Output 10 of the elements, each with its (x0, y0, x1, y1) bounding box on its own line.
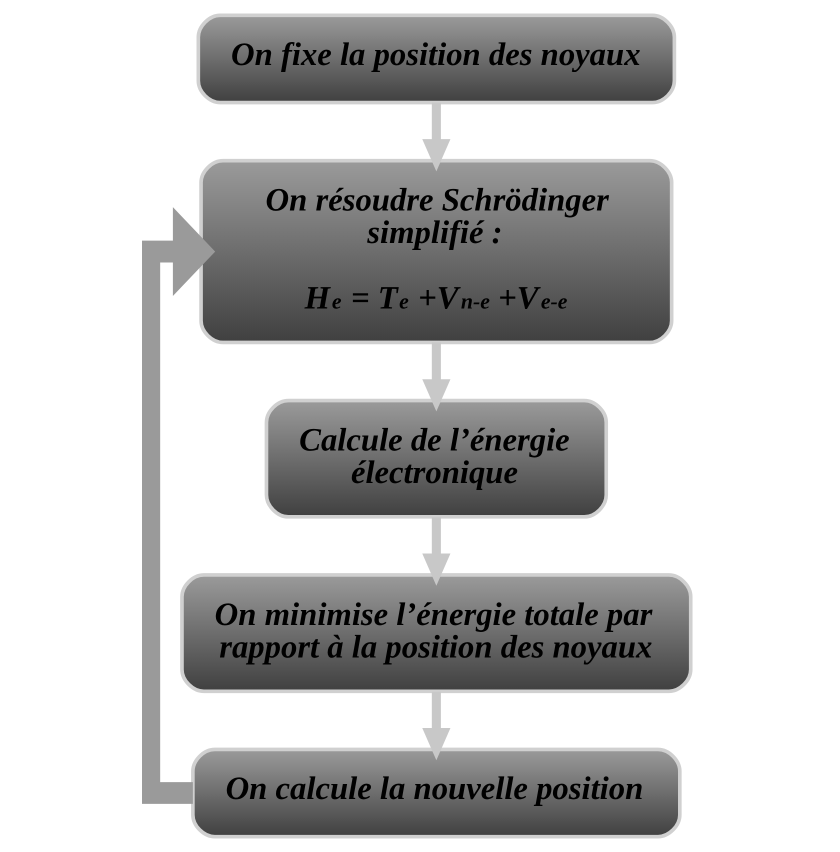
node-box: On fixe la position des noyaux (196, 14, 676, 104)
arrow (422, 692, 450, 760)
node-box: On calcule la nouvelle position (191, 748, 682, 838)
arrow (422, 517, 450, 586)
node-box: On résoudre Schrödinger simplifié : He = Te +Vn-e +Ve-e (199, 158, 674, 344)
arrow (422, 102, 450, 172)
node-box: On minimise l’énergie totale par rapport à la position des noyaux (180, 573, 693, 694)
node-box: Calcule de l’énergie électronique (264, 398, 608, 519)
arrow (422, 342, 450, 412)
arrow (142, 207, 216, 804)
